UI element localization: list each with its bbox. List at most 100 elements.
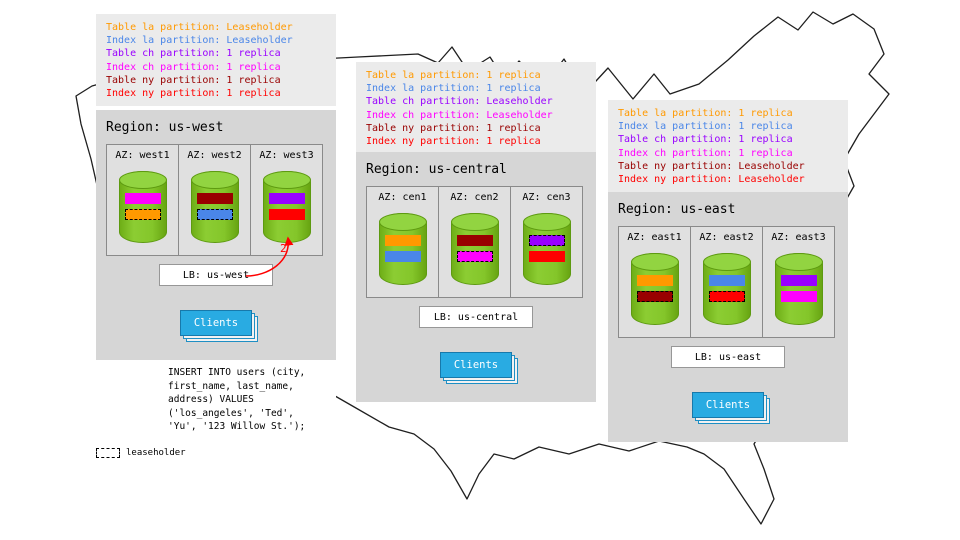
az-row: AZ: cen1 AZ: cen2 AZ: ce <box>366 186 583 298</box>
sql-line: ('los_angeles', 'Ted', <box>168 407 294 419</box>
legend-line: Table la partition: 1 replica <box>366 70 541 81</box>
sql-line: 'Yu', '123 Willow St.'); <box>168 421 306 432</box>
partition-bar <box>384 235 421 246</box>
az-label: AZ: cen2 <box>450 192 499 203</box>
partition-bar <box>780 291 817 302</box>
az-label: AZ: west1 <box>115 150 170 161</box>
legend-line: Index ny partition: Leaseholder <box>618 174 805 186</box>
region-title: Region: us-east <box>618 202 736 217</box>
load-balancer-label: LB: us-central <box>419 306 533 328</box>
az-box: AZ: east3 <box>762 226 835 338</box>
legend-line: Table la partition: Leaseholder <box>106 22 293 33</box>
partition-bar <box>384 251 421 262</box>
legend-block-us-east: Table la partition: 1 replica Index la p… <box>608 100 848 192</box>
annotation-step-2: 2 <box>280 242 287 255</box>
az-box: AZ: east1 <box>618 226 691 338</box>
partition-bars <box>708 275 745 302</box>
legend-line: Table ny partition: 1 replica <box>366 122 541 134</box>
legend-line: Index la partition: Leaseholder <box>106 35 293 47</box>
partition-bar <box>636 275 673 286</box>
region-title: Region: us-west <box>106 120 224 135</box>
partition-bars <box>384 235 421 262</box>
legend-line: Table ch partition: Leaseholder <box>366 96 553 108</box>
database-cylinder-icon <box>118 171 167 243</box>
partition-bars <box>196 193 233 220</box>
az-box: AZ: cen1 <box>366 186 439 298</box>
partition-bar <box>708 291 745 302</box>
database-cylinder-icon <box>378 213 427 285</box>
clients-button: Clients <box>692 392 764 418</box>
partition-bar <box>456 235 493 246</box>
partition-bars <box>528 235 565 262</box>
partition-bar <box>528 235 565 246</box>
database-cylinder-icon <box>522 213 571 285</box>
partition-bar <box>708 275 745 286</box>
sql-line: address) VALUES <box>168 394 254 405</box>
partition-bars <box>456 235 493 262</box>
partition-bars <box>780 275 817 302</box>
database-cylinder-icon <box>450 213 499 285</box>
clients-button: Clients <box>440 352 512 378</box>
partition-bar <box>268 193 305 204</box>
sql-code-block: INSERT INTO users (city, first_name, las… <box>160 360 336 448</box>
legend-line: Index ch partition: 1 replica <box>106 61 281 73</box>
az-row: AZ: east1 AZ: east2 AZ: <box>618 226 835 338</box>
region-panel-us-west: Region: us-west AZ: west1 AZ: west2 <box>96 110 336 360</box>
az-label: AZ: east1 <box>627 232 682 243</box>
az-row: AZ: west1 AZ: west2 AZ: <box>106 144 323 256</box>
legend-line: Table la partition: 1 replica <box>618 108 793 119</box>
az-label: AZ: west3 <box>259 150 314 161</box>
partition-bar <box>124 209 161 220</box>
legend-line: Table ch partition: 1 replica <box>106 48 281 60</box>
partition-bar <box>528 251 565 262</box>
dashed-box-icon <box>96 448 120 458</box>
legend-line: Index la partition: 1 replica <box>366 83 541 95</box>
az-box: AZ: cen3 <box>510 186 583 298</box>
partition-bar <box>196 193 233 204</box>
legend-line: Index ch partition: Leaseholder <box>366 109 553 121</box>
database-cylinder-icon <box>702 253 751 325</box>
partition-bar <box>124 193 161 204</box>
az-label: AZ: east3 <box>771 232 826 243</box>
legend-line: Table ny partition: Leaseholder <box>618 160 805 172</box>
legend-line: Table ch partition: 1 replica <box>618 134 793 146</box>
partition-bars <box>636 275 673 302</box>
az-box: AZ: cen2 <box>438 186 511 298</box>
load-balancer-label: LB: us-east <box>671 346 785 368</box>
az-label: AZ: cen1 <box>378 192 427 203</box>
region-panel-us-east: Region: us-east AZ: east1 AZ: east2 <box>608 192 848 442</box>
partition-bar <box>780 275 817 286</box>
partition-bars <box>124 193 161 220</box>
partition-bar <box>268 209 305 220</box>
database-cylinder-icon <box>630 253 679 325</box>
partition-bars <box>268 193 305 220</box>
partition-bar <box>196 209 233 220</box>
az-label: AZ: cen3 <box>522 192 571 203</box>
leaseholder-key-label: leaseholder <box>126 448 186 458</box>
az-box: AZ: west2 <box>178 144 251 256</box>
database-cylinder-icon <box>774 253 823 325</box>
legend-line: Index ny partition: 1 replica <box>106 88 281 100</box>
clients-button: Clients <box>180 310 252 336</box>
sql-line: first_name, last_name, <box>168 380 294 392</box>
legend-line: Index ch partition: 1 replica <box>618 147 793 159</box>
az-box: AZ: west3 <box>250 144 323 256</box>
az-label: AZ: west2 <box>187 150 242 161</box>
database-cylinder-icon <box>190 171 239 243</box>
az-box: AZ: west1 <box>106 144 179 256</box>
database-cylinder-icon <box>262 171 311 243</box>
sql-line: INSERT INTO users (city, <box>168 367 306 378</box>
legend-line: Table ny partition: 1 replica <box>106 74 281 86</box>
region-title: Region: us-central <box>366 162 507 177</box>
legend-block-us-west: Table la partition: Leaseholder Index la… <box>96 14 336 106</box>
partition-bar <box>636 291 673 302</box>
load-balancer-label: LB: us-west <box>159 264 273 286</box>
az-box: AZ: east2 <box>690 226 763 338</box>
az-label: AZ: east2 <box>699 232 754 243</box>
legend-line: Index ny partition: 1 replica <box>366 136 541 148</box>
legend-block-us-central: Table la partition: 1 replica Index la p… <box>356 62 596 154</box>
region-panel-us-central: Region: us-central AZ: cen1 AZ: cen2 <box>356 152 596 402</box>
leaseholder-key: leaseholder <box>96 448 186 458</box>
partition-bar <box>456 251 493 262</box>
